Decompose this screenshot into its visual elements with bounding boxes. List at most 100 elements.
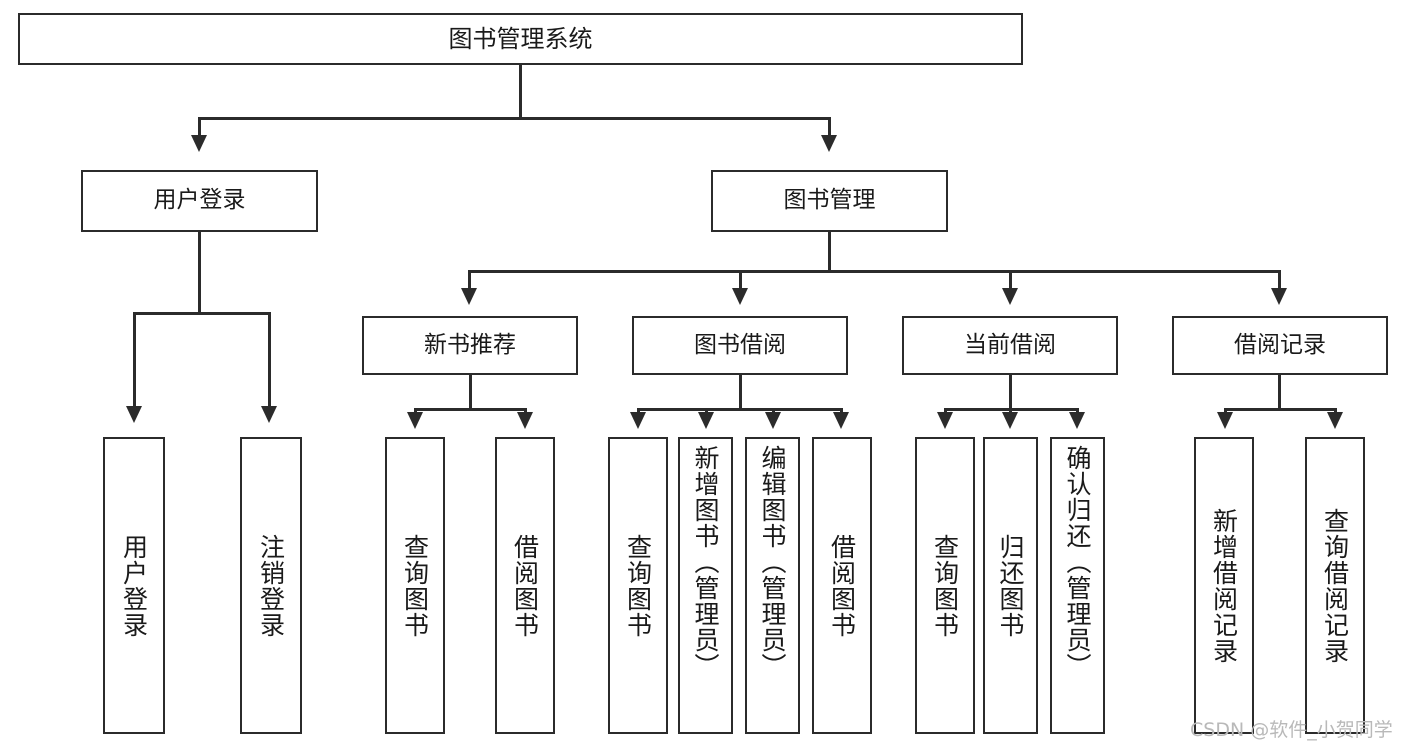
- leaf-user-login[interactable]: 用户登录: [103, 437, 165, 734]
- edge-book-mgmt-drop-1: [468, 270, 471, 292]
- arrow-to-book-borrow: [732, 288, 748, 305]
- node-label: 查询借阅记录: [1320, 507, 1350, 664]
- leaf-confirm-return[interactable]: 确认归还（管理员）: [1050, 437, 1105, 734]
- edge-book-mgmt-bus: [468, 270, 1280, 273]
- edge-root-to-book-mgmt: [828, 117, 831, 139]
- arrow-to-leaf-query-book-3: [937, 412, 953, 429]
- leaf-query-book-borrow[interactable]: 查询图书: [608, 437, 668, 734]
- edge-book-borrow-stem: [739, 375, 742, 408]
- leaf-text-wrap: 查询图书: [610, 439, 666, 732]
- edge-user-login-drop-2: [268, 312, 271, 410]
- edge-user-login-drop-1: [133, 312, 136, 410]
- edge-book-mgmt-stem: [828, 232, 831, 270]
- edge-borrow-record-drop-2: [1334, 408, 1337, 414]
- edge-user-login-stem: [198, 232, 201, 312]
- leaf-text-wrap: 编辑图书（管理员）: [747, 439, 798, 738]
- arrow-to-book-mgmt: [821, 135, 837, 152]
- edge-current-borrow-drop-2: [1009, 408, 1012, 414]
- arrow-to-leaf-query-book-1: [407, 412, 423, 429]
- node-label: 查询图书: [623, 533, 653, 638]
- arrow-to-leaf-add-record: [1217, 412, 1233, 429]
- edge-current-borrow-drop-3: [1076, 408, 1079, 414]
- edge-book-borrow-bus: [637, 408, 842, 411]
- arrow-to-leaf-query-record: [1327, 412, 1343, 429]
- leaf-text-wrap: 新增借阅记录: [1196, 439, 1252, 732]
- edge-root-bus: [198, 117, 830, 120]
- leaf-borrow-book[interactable]: 借阅图书: [812, 437, 872, 734]
- arrow-to-borrow-record: [1271, 288, 1287, 305]
- leaf-text-wrap: 注销登录: [242, 439, 300, 732]
- leaf-text-wrap: 确认归还（管理员）: [1052, 439, 1103, 738]
- node-label: 当前借阅: [964, 331, 1056, 358]
- node-label: 借阅图书: [510, 533, 540, 638]
- node-label: 用户登录: [153, 187, 246, 214]
- leaf-return-book[interactable]: 归还图书: [983, 437, 1038, 734]
- leaf-text-wrap: 归还图书: [985, 439, 1036, 732]
- leaf-text-wrap: 用户登录: [105, 439, 163, 732]
- edge-root-stem: [519, 65, 522, 117]
- edge-book-borrow-drop-4: [840, 408, 843, 414]
- leaf-text-wrap: 查询图书: [917, 439, 973, 732]
- edge-new-book-bus: [414, 408, 526, 411]
- arrow-to-leaf-return-book: [1002, 412, 1018, 429]
- edge-book-mgmt-drop-2: [739, 270, 742, 292]
- edge-borrow-record-stem: [1278, 375, 1281, 408]
- leaf-logout[interactable]: 注销登录: [240, 437, 302, 734]
- edge-new-book-drop-1: [414, 408, 417, 414]
- edge-book-mgmt-drop-3: [1009, 270, 1012, 292]
- leaf-query-book-current[interactable]: 查询图书: [915, 437, 975, 734]
- node-label: 借阅图书: [827, 533, 857, 638]
- arrow-to-leaf-borrow-book-2: [833, 412, 849, 429]
- node-label: 查询图书: [400, 533, 430, 638]
- leaf-text-wrap: 借阅图书: [497, 439, 553, 732]
- leaf-add-book[interactable]: 新增图书（管理员）: [678, 437, 733, 734]
- arrow-to-leaf-borrow-book-1: [517, 412, 533, 429]
- leaf-edit-book[interactable]: 编辑图书（管理员）: [745, 437, 800, 734]
- node-label: 归还图书: [996, 533, 1025, 638]
- leaf-query-borrow-record[interactable]: 查询借阅记录: [1305, 437, 1365, 734]
- edge-new-book-stem: [469, 375, 472, 408]
- arrow-to-current-borrow: [1002, 288, 1018, 305]
- arrow-to-new-book-recommend: [461, 288, 477, 305]
- node-label: 注销登录: [256, 533, 286, 638]
- node-label: 新增借阅记录: [1209, 507, 1239, 664]
- leaf-query-book-recommend[interactable]: 查询图书: [385, 437, 445, 734]
- edge-book-mgmt-drop-4: [1278, 270, 1281, 292]
- node-label: 查询图书: [930, 533, 960, 638]
- node-root-system[interactable]: 图书管理系统: [18, 13, 1023, 65]
- node-current-borrow[interactable]: 当前借阅: [902, 316, 1118, 375]
- node-user-login[interactable]: 用户登录: [81, 170, 318, 232]
- edge-book-borrow-drop-1: [637, 408, 640, 414]
- arrow-to-user-login: [191, 135, 207, 152]
- node-label: 新增图书（管理员）: [691, 445, 720, 679]
- leaf-borrow-book-recommend[interactable]: 借阅图书: [495, 437, 555, 734]
- edge-current-borrow-drop-1: [944, 408, 947, 414]
- arrow-to-leaf-user-login: [126, 406, 142, 423]
- node-borrow-record[interactable]: 借阅记录: [1172, 316, 1388, 375]
- node-book-management[interactable]: 图书管理: [711, 170, 948, 232]
- node-label: 图书借阅: [694, 331, 786, 358]
- node-label: 新书推荐: [424, 331, 516, 358]
- edge-new-book-drop-2: [524, 408, 527, 414]
- edge-book-borrow-drop-2: [705, 408, 708, 414]
- node-new-book-recommend[interactable]: 新书推荐: [362, 316, 578, 375]
- node-label: 编辑图书（管理员）: [758, 445, 787, 679]
- edge-current-borrow-stem: [1009, 375, 1012, 408]
- node-label: 借阅记录: [1234, 331, 1326, 358]
- leaf-text-wrap: 查询图书: [387, 439, 443, 732]
- edge-borrow-record-bus: [1224, 408, 1336, 411]
- arrow-to-leaf-query-book-2: [630, 412, 646, 429]
- node-label: 图书管理系统: [448, 24, 593, 53]
- edge-borrow-record-drop-1: [1224, 408, 1227, 414]
- leaf-text-wrap: 借阅图书: [814, 439, 870, 732]
- arrow-to-leaf-edit-book: [765, 412, 781, 429]
- arrow-to-leaf-add-book: [698, 412, 714, 429]
- arrow-to-leaf-logout: [261, 406, 277, 423]
- leaf-add-borrow-record[interactable]: 新增借阅记录: [1194, 437, 1254, 734]
- node-book-borrow[interactable]: 图书借阅: [632, 316, 848, 375]
- edge-book-borrow-drop-3: [772, 408, 775, 414]
- leaf-text-wrap: 查询借阅记录: [1307, 439, 1363, 732]
- leaf-text-wrap: 新增图书（管理员）: [680, 439, 731, 738]
- node-label: 图书管理: [783, 187, 876, 214]
